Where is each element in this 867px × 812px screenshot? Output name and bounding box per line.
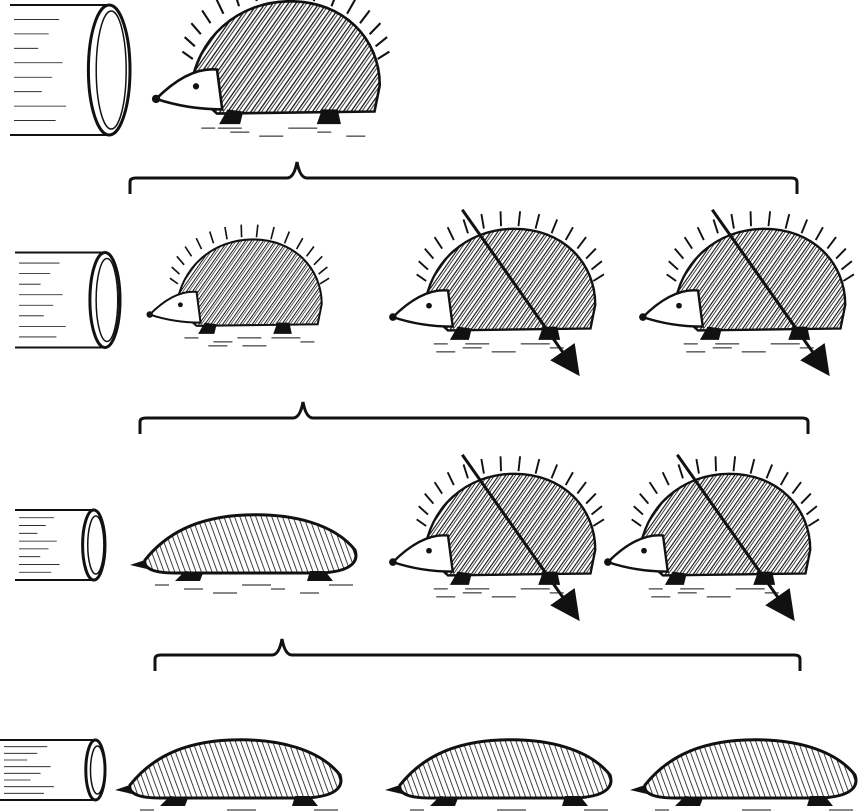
ground-hatching [684,344,814,352]
grouping-brace [140,402,808,434]
grouping-brace [155,639,800,671]
mole-icon [630,740,856,806]
pipe-icon [15,253,120,348]
mole-icon [385,740,611,806]
hedgehog-icon [152,0,389,124]
pipe-icon [0,740,105,800]
ground-hatching [434,589,564,597]
ground-hatching [155,585,353,593]
ground-hatching [184,338,314,346]
pipe-icon [15,510,105,580]
grouping-brace [130,162,797,194]
pipe-icon [10,5,130,135]
hedgehog-icon [389,456,604,585]
ground-hatching [201,128,365,136]
hedgehog-icon [639,211,854,340]
hedgehog-icon [604,456,819,585]
mole-icon [130,515,356,581]
ground-hatching [649,589,779,597]
hedgehog-icon [146,225,329,334]
mole-icon [115,740,341,806]
ground-hatching [434,344,564,352]
hedgehog-icon [389,211,604,340]
